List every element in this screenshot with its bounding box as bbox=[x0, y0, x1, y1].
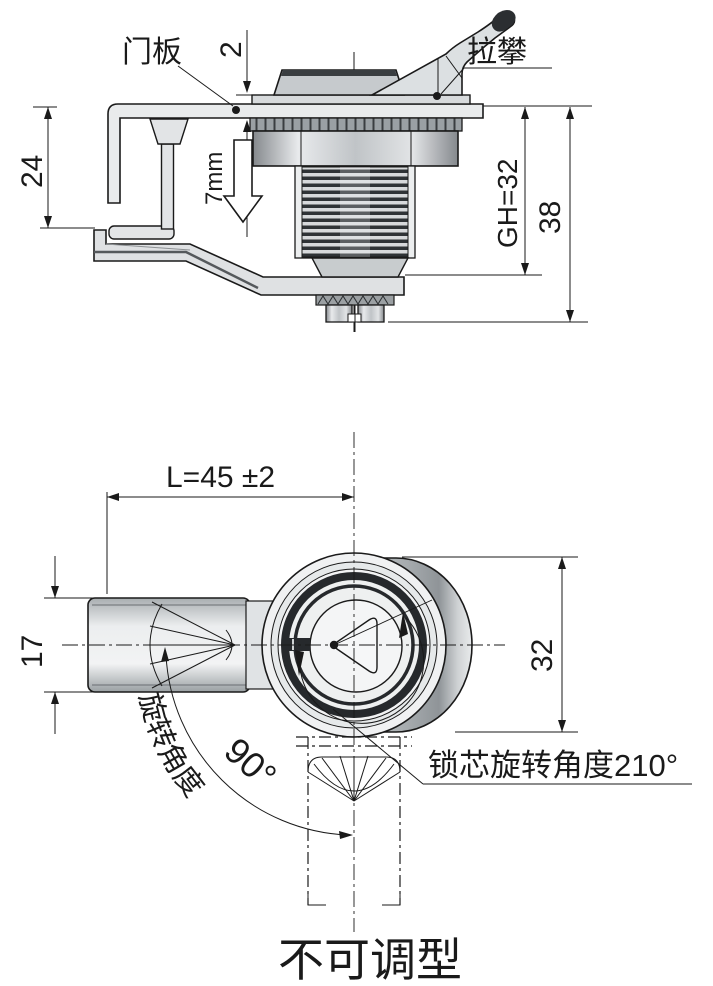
plan-view: L=45 ±2 17 32 旋转角度 bbox=[16, 432, 692, 932]
rivet-stud bbox=[108, 118, 189, 240]
threaded-barrel bbox=[301, 166, 409, 258]
dim-38-text: 38 bbox=[534, 201, 567, 234]
core-rotation-arc bbox=[295, 599, 433, 724]
screw-end bbox=[325, 304, 385, 332]
label-core-rotation: 锁芯旋转角度210° bbox=[332, 708, 692, 785]
dim-17-text: 17 bbox=[16, 635, 49, 668]
lock-washer bbox=[249, 117, 463, 132]
door-panel-text: 门板 bbox=[122, 36, 182, 69]
face-slot bbox=[282, 638, 310, 651]
travel-arrow-7mm: 7mm bbox=[201, 139, 264, 224]
door-panel-section bbox=[107, 103, 484, 204]
dim-L45: L=45 ±2 bbox=[106, 461, 354, 594]
label-door-panel: 门板 bbox=[122, 36, 240, 114]
dim-24: 24 bbox=[16, 106, 95, 229]
rotation-label-arc: 旋转角度 bbox=[132, 689, 210, 803]
handle-tip bbox=[491, 10, 516, 32]
pull-handle-leader-dot bbox=[433, 92, 441, 100]
barrel-highlight bbox=[340, 167, 370, 257]
head-cap-top bbox=[281, 70, 397, 76]
dim-gh32: GH=32 bbox=[405, 107, 542, 276]
dim-17: 17 bbox=[16, 556, 100, 734]
dim-32-text: 32 bbox=[526, 639, 559, 672]
dim-38: 38 bbox=[388, 107, 588, 323]
pull-handle-text: 拉攀 bbox=[467, 36, 527, 69]
dim-24-text: 24 bbox=[16, 155, 49, 188]
pull-handle bbox=[368, 10, 516, 96]
cam-bracket-side bbox=[93, 229, 405, 296]
hex-nut bbox=[252, 130, 459, 167]
dim-gh32-text: GH=32 bbox=[492, 159, 523, 249]
angle-90-text: 90° bbox=[217, 729, 285, 796]
dim-2-text: 2 bbox=[215, 41, 248, 58]
bottom-cap bbox=[310, 257, 410, 278]
side-view: 2 7mm 24 GH=32 bbox=[16, 10, 592, 332]
caption-text: 不可调型 bbox=[278, 934, 462, 986]
core-rotation-text: 锁芯旋转角度210° bbox=[428, 748, 678, 783]
door-panel-leader-dot bbox=[232, 106, 240, 114]
label-pull-handle: 拉攀 bbox=[433, 36, 552, 100]
dim-32: 32 bbox=[402, 556, 578, 733]
dim-7mm-text: 7mm bbox=[201, 152, 228, 205]
dim-L45-text: L=45 ±2 bbox=[166, 461, 275, 494]
